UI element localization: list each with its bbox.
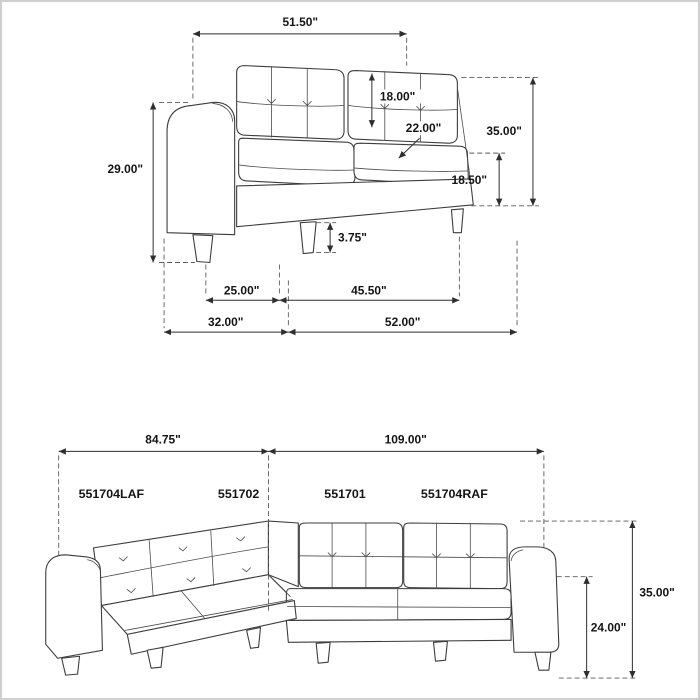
part-label-corner: 551701 <box>324 487 365 501</box>
sectional-leg-1 <box>146 646 164 669</box>
sectional-seams <box>95 522 511 631</box>
dim-label: 45.50" <box>351 283 387 297</box>
dim-arm-height: 29.00" <box>108 102 157 263</box>
sofa-leg-front-left <box>192 234 214 264</box>
sectional-tuft-marks <box>118 536 475 594</box>
left-base-rail <box>126 600 297 655</box>
label-backdrop <box>395 121 452 136</box>
left-arm-roll <box>212 103 234 122</box>
part-label-laf: 551704LAF <box>79 487 145 501</box>
left-arm <box>166 101 236 236</box>
extension-lines-bottom <box>58 455 639 679</box>
extension-lines-top <box>159 37 539 329</box>
dim-label: 35.00" <box>486 124 522 138</box>
dim-overall-width: 52.00" <box>288 315 518 336</box>
single-sofa-diagram: 51.50" 18.00" 22.00" 29.00" 35.00" 18.50… <box>108 15 539 336</box>
left-arm-leg <box>61 655 81 676</box>
right-base-rail <box>285 618 512 643</box>
dim-label: 109.00" <box>385 432 427 446</box>
dim-leg-height: 3.75" <box>326 222 367 253</box>
right-seat-cushions <box>285 588 512 621</box>
corner-back-panel <box>267 520 299 588</box>
sofa-leg-rear-right <box>450 208 464 234</box>
sectional-leg-2 <box>246 626 262 649</box>
dim-label: 18.00" <box>380 89 415 103</box>
dim-seat-height: 18.50" <box>452 153 503 206</box>
right-arm-roll <box>510 549 524 562</box>
sectional-left-arm <box>45 554 103 659</box>
dim-label: 3.75" <box>338 231 367 245</box>
sectional-sofa-diagram: 84.75" 109.00" 551704LAF 551702 551701 5… <box>45 432 675 679</box>
sectional-right-arm <box>508 546 560 653</box>
part-label-armless: 551702 <box>218 487 259 501</box>
right-back-cushion-2 <box>403 522 508 590</box>
seat-cushion-left <box>238 137 356 187</box>
cushion-seams <box>236 66 468 172</box>
dim-left-section-width: 84.75" <box>58 432 269 455</box>
leader-arrow <box>398 137 420 159</box>
dim-left-depth: 32.00" <box>164 315 289 336</box>
sofa-line-art <box>166 65 474 264</box>
front-base-rail <box>236 178 474 228</box>
dim-label: 84.75" <box>145 432 181 446</box>
sofa-leg-front-right <box>299 221 317 255</box>
left-arm-roll <box>87 559 101 572</box>
label-backdrop <box>376 89 424 104</box>
dim-sectional-arm-height: 24.00" <box>583 576 627 679</box>
dim-label: 25.00" <box>224 283 259 297</box>
sectional-leg-4 <box>432 640 448 662</box>
dim-label: 24.00" <box>591 620 627 634</box>
part-numbers: 551704LAF 551702 551701 551704RAF <box>79 487 489 501</box>
dim-sectional-overall-height: 35.00" <box>629 521 675 679</box>
dim-label: 18.50" <box>452 173 488 187</box>
dim-front-section-width: 25.00" <box>205 283 280 304</box>
part-label-raf: 551704RAF <box>421 487 488 501</box>
right-back-cushion-1 <box>298 522 404 589</box>
back-cushion-left <box>236 65 345 140</box>
right-arm-leg <box>534 651 552 671</box>
dim-label: 51.50" <box>283 15 319 29</box>
dim-right-section-width: 109.00" <box>268 432 544 455</box>
dim-label: 52.00" <box>385 315 420 329</box>
dim-label: 29.00" <box>108 162 144 176</box>
right-end-edge <box>456 87 471 180</box>
dim-label: 22.00" <box>406 121 441 135</box>
dim-top-width: 51.50" <box>192 15 407 37</box>
dim-label: 35.00" <box>639 586 675 600</box>
dim-overall-height: 35.00" <box>486 77 537 206</box>
tuft-marks <box>267 99 425 111</box>
dim-seat-width: 45.50" <box>279 283 460 304</box>
sectional-line-art <box>45 520 560 676</box>
sectional-leg-3 <box>315 641 331 664</box>
dim-label: 32.00" <box>208 315 244 329</box>
dim-seat-depth: 22.00" <box>395 121 452 159</box>
dim-back-cushion-height: 18.00" <box>368 73 424 128</box>
